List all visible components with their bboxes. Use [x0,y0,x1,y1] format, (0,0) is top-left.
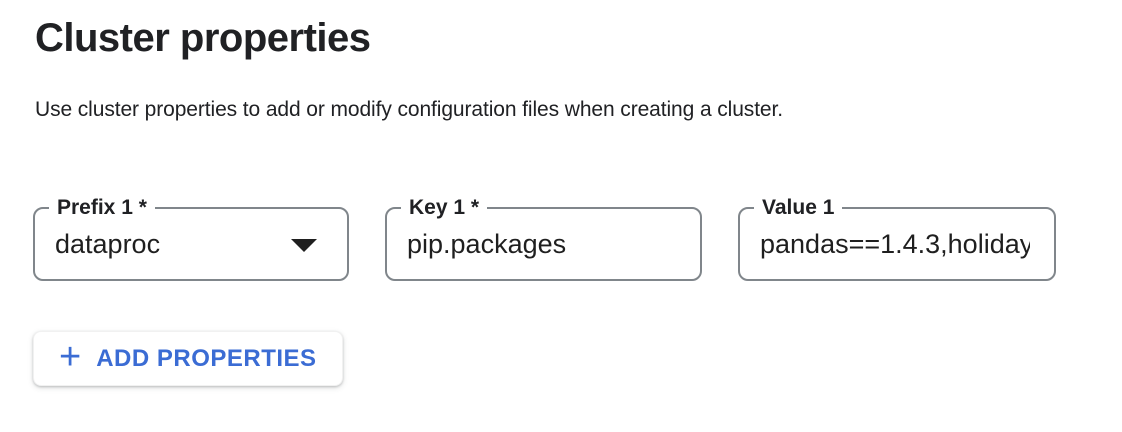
add-properties-label: ADD PROPERTIES [96,344,317,372]
value-1-field: Value 1 [738,195,1056,281]
key-1-input[interactable] [387,228,676,260]
page-description: Use cluster properties to add or modify … [35,98,783,121]
prefix-1-select[interactable]: Prefix 1 * dataproc [33,195,349,281]
dropdown-arrow-icon [291,239,317,252]
property-row-1: Prefix 1 * dataproc Key 1 * Value 1 [33,195,1056,281]
add-properties-button[interactable]: + ADD PROPERTIES [33,331,343,386]
key-1-field: Key 1 * [385,195,702,281]
key-1-label: Key 1 * [401,195,488,221]
prefix-1-label: Prefix 1 * [49,195,155,221]
page-title: Cluster properties [35,16,371,60]
value-1-label: Value 1 [754,195,843,221]
plus-icon: + [59,335,82,378]
prefix-1-selected-value: dataproc [55,228,161,259]
value-1-input[interactable] [740,228,1030,260]
